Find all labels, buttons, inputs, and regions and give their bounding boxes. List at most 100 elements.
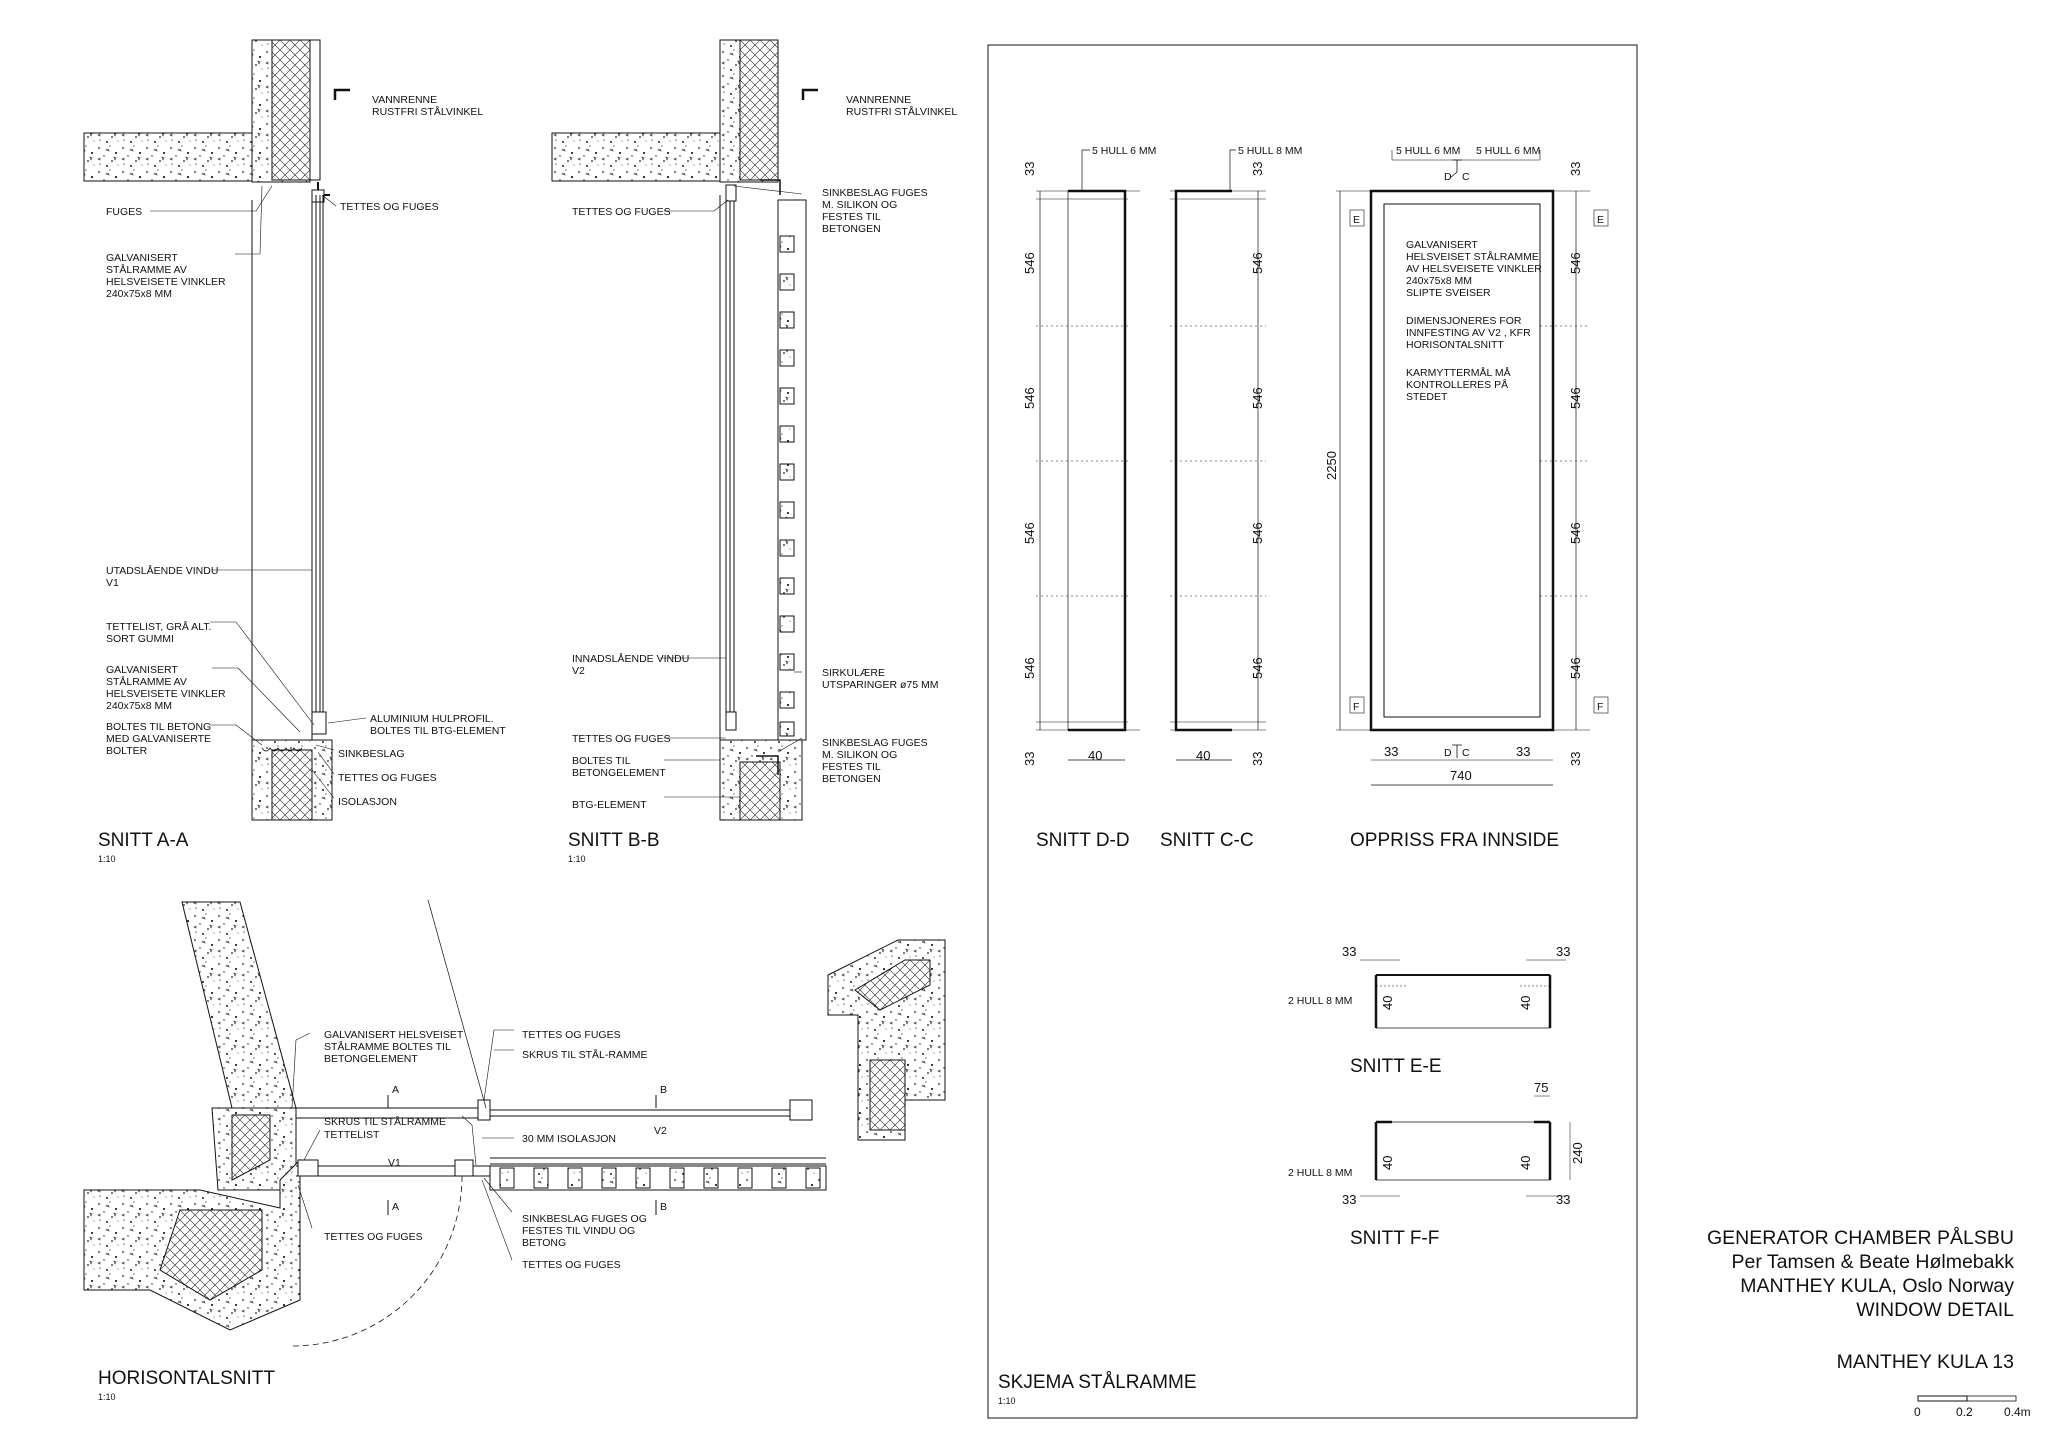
title-snitt-bb: SNITT B-B xyxy=(568,830,660,851)
title-snitt-aa: SNITT A-A xyxy=(98,830,189,851)
note-galv: GALVANISERT xyxy=(106,252,178,264)
note-rustfri: RUSTFRI STÅLVINKEL xyxy=(372,105,483,118)
note-galv: STÅLRAMME AV xyxy=(106,263,187,276)
note-galvb: GALVANISERT xyxy=(106,664,178,676)
dim-740: 740 xyxy=(1450,768,1472,783)
note-galv: HELSVEISETE VINKLER xyxy=(106,276,226,288)
note-rustfri: RUSTFRI STÅLVINKEL xyxy=(846,105,957,118)
title-oppriss: OPPRISS FRA INNSIDE xyxy=(1350,830,1559,851)
note-skrus: SKRUS TIL STÅL-RAMME xyxy=(522,1048,647,1061)
scale-aa: 1:10 xyxy=(98,854,116,864)
mark-c: C xyxy=(1462,171,1470,183)
note-sinkbeslag: SINKBESLAG xyxy=(338,748,405,760)
label-hole-ee: 2 HULL 8 MM xyxy=(1288,995,1352,1007)
title-snitt-ee: SNITT E-E xyxy=(1350,1056,1442,1077)
note-btg: BTG-ELEMENT xyxy=(572,799,647,811)
note-tettelist: SORT GUMMI xyxy=(106,633,174,645)
scale-skjema: 1:10 xyxy=(998,1396,1016,1406)
note-tettes: TETTES OG FUGES xyxy=(338,772,437,784)
dim-546: 546 xyxy=(1250,522,1265,544)
section-cc-drawing xyxy=(1170,149,1266,761)
mark-e: E xyxy=(1353,214,1360,226)
dim-33: 33 xyxy=(1342,944,1356,959)
section-mark-a: A xyxy=(392,1201,399,1213)
title-snitt-cc: SNITT C-C xyxy=(1160,830,1254,851)
dim-33: 33 xyxy=(1022,162,1037,176)
note-isolasjon: ISOLASJON xyxy=(338,796,397,808)
note-oppriss: GALVANISERT xyxy=(1406,239,1478,251)
dim-33: 33 xyxy=(1384,744,1398,759)
dim-40: 40 xyxy=(1518,1156,1533,1170)
dim-546: 546 xyxy=(1022,252,1037,274)
dim-33: 33 xyxy=(1250,752,1265,766)
scale-bar xyxy=(1917,1395,2017,1402)
note-galv: STÅLRAMME BOLTES TIL xyxy=(324,1040,451,1053)
title-horisontal: HORISONTALSNITT xyxy=(98,1368,275,1389)
dim-40: 40 xyxy=(1380,1156,1395,1170)
note-sink: SINKBESLAG FUGES xyxy=(822,737,928,749)
note-tettes: TETTES OG FUGES xyxy=(522,1259,621,1271)
dim-546: 546 xyxy=(1250,657,1265,679)
note-fuges: FUGES xyxy=(106,206,142,218)
note-oppriss: DIMENSJONERES FOR xyxy=(1406,315,1522,327)
note-sirk: SIRKULÆRE xyxy=(822,667,885,679)
note-galvb: HELSVEISETE VINKLER xyxy=(106,688,226,700)
note-boltes: BOLTES TIL xyxy=(572,755,631,767)
note-innad: INNADSLÅENDE VINDU xyxy=(572,652,689,665)
office: MANTHEY KULA, Oslo Norway xyxy=(1740,1275,2014,1297)
note-oppriss: AV HELSVEISETE VINKLER xyxy=(1406,263,1542,275)
mark-e: E xyxy=(1597,214,1604,226)
note-skrus: SKRUS TIL STÅLRAMME xyxy=(324,1115,446,1128)
label-hole-r: 5 HULL 6 MM xyxy=(1476,145,1540,157)
dim-546: 546 xyxy=(1568,657,1583,679)
note-boltes: BETONGELEMENT xyxy=(572,767,666,779)
note-galv: BETONGELEMENT xyxy=(324,1053,418,1065)
note-tettes: TETTES OG FUGES xyxy=(572,733,671,745)
note-galvb: STÅLRAMME AV xyxy=(106,675,187,688)
label-hole-l: 5 HULL 6 MM xyxy=(1396,145,1460,157)
dim-546: 546 xyxy=(1568,252,1583,274)
note-oppriss: HORISONTALSNITT xyxy=(1406,339,1504,351)
note-oppriss: SLIPTE SVEISER xyxy=(1406,287,1491,299)
note-vannrenne: VANNRENNE xyxy=(846,94,911,106)
mark-f: F xyxy=(1353,701,1359,713)
note-oppriss: 240x75x8 MM xyxy=(1406,275,1472,287)
drawing-name: WINDOW DETAIL xyxy=(1856,1299,2014,1321)
note-oppriss: HELSVEISET STÅLRAMME xyxy=(1406,250,1539,263)
sheet-number: MANTHEY KULA 13 xyxy=(1837,1351,2014,1373)
dim-240: 240 xyxy=(1570,1142,1585,1164)
note-utad: V1 xyxy=(106,577,119,589)
note-iso: 30 MM ISOLASJON xyxy=(522,1133,616,1145)
note-bolt: BOLTES TIL BETONG xyxy=(106,721,211,733)
dim-40: 40 xyxy=(1088,748,1102,763)
architects: Per Tamsen & Beate Hølmebakk xyxy=(1731,1251,2014,1273)
note-galv: 240x75x8 MM xyxy=(106,288,172,300)
label-hole-ff: 2 HULL 8 MM xyxy=(1288,1167,1352,1179)
dim-40: 40 xyxy=(1380,996,1395,1010)
dim-546: 546 xyxy=(1022,522,1037,544)
schedule-frame xyxy=(987,44,1638,1419)
note-vannrenne: VANNRENNE xyxy=(372,94,437,106)
scale-bb: 1:10 xyxy=(568,854,586,864)
mark-d: D xyxy=(1444,171,1452,183)
dim-546: 546 xyxy=(1022,387,1037,409)
note-tettelist: TETTELIST xyxy=(324,1129,380,1141)
dim-33: 33 xyxy=(1568,162,1583,176)
dim-33: 33 xyxy=(1556,944,1570,959)
section-bb-drawing xyxy=(551,39,818,821)
note-tettes: TETTES OG FUGES xyxy=(522,1029,621,1041)
note-tettes: TETTES OG FUGES xyxy=(572,206,671,218)
section-dd-drawing xyxy=(1036,149,1140,761)
note-sink: M. SILIKON OG xyxy=(822,749,897,761)
note-sink: BETONGEN xyxy=(822,223,881,235)
label-hole-cc: 5 HULL 8 MM xyxy=(1238,145,1302,157)
note-oppriss: KONTROLLERES PÅ xyxy=(1406,378,1508,391)
dim-33: 33 xyxy=(1250,162,1265,176)
scale-bar-04: 0.4m xyxy=(2004,1405,2031,1419)
mark-f: F xyxy=(1597,701,1603,713)
note-sirk: UTSPARINGER ø75 MM xyxy=(822,679,938,691)
scale-bar-02: 0.2 xyxy=(1956,1405,1973,1419)
section-ff-drawing xyxy=(1360,1095,1571,1197)
leader-lines xyxy=(150,185,803,1261)
dim-75: 75 xyxy=(1534,1080,1548,1095)
